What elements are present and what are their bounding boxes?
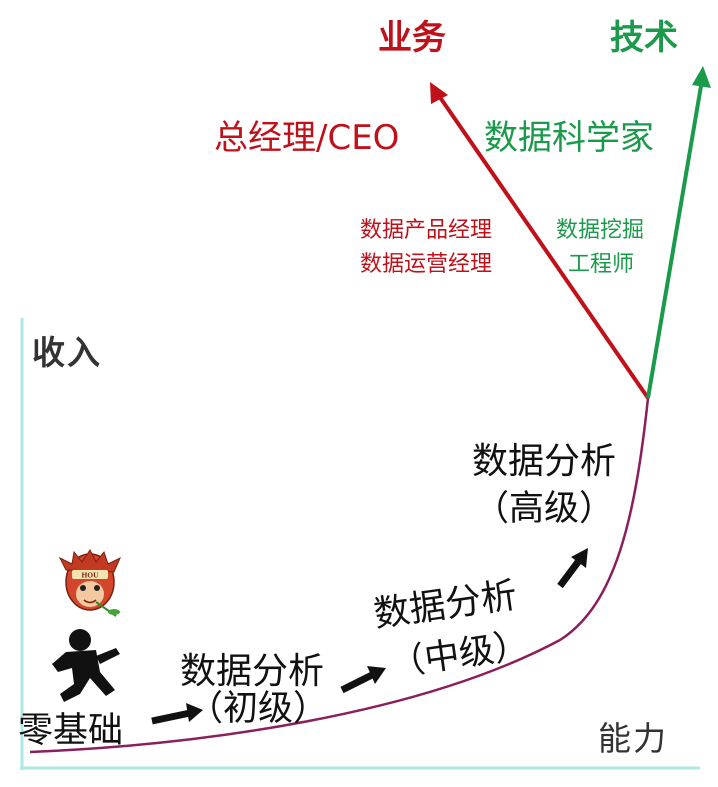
business-role-operations-manager: 数据运营经理	[360, 252, 493, 277]
business-role-product-manager: 数据产品经理	[360, 218, 493, 243]
stage-junior-level: （初级）	[188, 689, 329, 729]
step-arrow-2	[340, 666, 386, 694]
step-arrow-1	[151, 703, 203, 725]
y-axis-label: 收入	[32, 333, 102, 372]
mascot-badge: HOU	[81, 571, 99, 580]
stage-junior-title: 数据分析	[180, 651, 325, 692]
business-top-role: 总经理/CEO	[214, 118, 400, 158]
step-arrow-3	[557, 548, 588, 589]
tech-role-data-mining: 数据挖掘	[556, 218, 645, 243]
monkey-mascot-icon: HOU	[58, 549, 121, 617]
business-heading: 业务	[378, 18, 446, 58]
running-person-icon	[52, 629, 120, 702]
business-arrow	[430, 82, 650, 400]
x-axis-label: 能力	[598, 719, 668, 758]
tech-top-role: 数据科学家	[484, 118, 654, 158]
stage-senior-title: 数据分析	[472, 441, 617, 482]
tech-role-engineer: 工程师	[568, 252, 635, 277]
technical-arrow	[646, 66, 711, 399]
stage-senior-level: （高级）	[474, 489, 615, 529]
income-growth-curve	[29, 397, 650, 754]
start-label: 零基础	[18, 711, 124, 751]
tech-heading: 技术	[610, 18, 678, 58]
